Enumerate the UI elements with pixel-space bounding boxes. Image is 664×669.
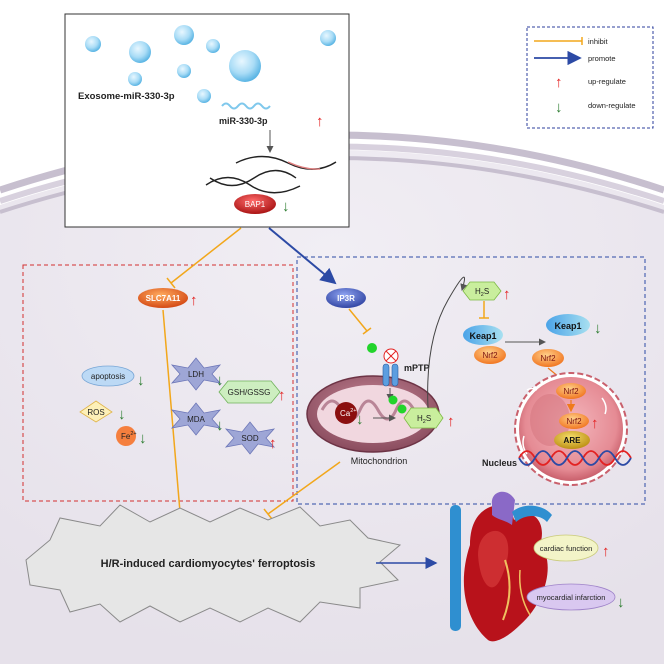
slc7a11-up-arrow: ↑ xyxy=(190,292,198,309)
mirna-strand xyxy=(221,102,271,110)
ferroptosis-label: H/R-induced cardiomyocytes' ferroptosis xyxy=(101,558,316,570)
gsh-label: GSH/GSSG xyxy=(228,388,271,397)
bap1-oval xyxy=(234,194,276,214)
nrf2-complex-label: Nrf2 xyxy=(482,351,498,360)
ros-shape xyxy=(79,400,113,423)
ldh-down-arrow: ↓ xyxy=(216,372,224,389)
legend-down-icon: ↓ xyxy=(555,99,563,116)
keap1-complex-label: Keap1 xyxy=(469,331,496,341)
myocardial-infarction-shape xyxy=(526,583,616,611)
mptp-channel xyxy=(382,363,399,387)
h2s-top-up-arrow: ↑ xyxy=(503,286,511,303)
myocardial-infarction-label: myocardial infarction xyxy=(537,593,606,602)
inhibit-ip3r-mptp xyxy=(348,308,372,335)
h2s-mito-up-arrow: ↑ xyxy=(447,413,455,430)
exosome-vesicles xyxy=(85,25,336,103)
keap1-down-arrow: ↓ xyxy=(594,320,602,337)
sod-shape xyxy=(224,421,276,455)
keap1-free-label: Keap1 xyxy=(554,321,581,331)
green-dot xyxy=(397,404,407,414)
slc7a11-oval xyxy=(138,288,188,308)
keap1-free-shape xyxy=(546,314,590,336)
h2s-export-arrow xyxy=(427,276,468,409)
legend-promote-label: promote xyxy=(588,54,616,63)
legend-inhibit-label: inhibit xyxy=(588,37,609,46)
nrf2-nucleus-label-2: Nrf2 xyxy=(566,417,582,426)
h2s-top-shape xyxy=(462,281,502,301)
ldh-label: LDH xyxy=(188,370,204,379)
ferroptosis-burst xyxy=(25,504,402,623)
cardiac-function-label: cardiac function xyxy=(540,544,593,553)
cardiac-function-shape xyxy=(533,534,599,562)
nrf2-complex-shape xyxy=(474,346,506,364)
mda-label: MDA xyxy=(187,415,205,424)
mirna-up-arrow: ↑ xyxy=(316,113,324,130)
ldh-shape xyxy=(170,357,222,391)
legend-up-label: up-regulate xyxy=(588,77,626,86)
nrf2-nucleus-label-1: Nrf2 xyxy=(563,387,579,396)
heart-illustration xyxy=(450,491,552,642)
right-box xyxy=(296,256,646,505)
mptp-label: mPTP xyxy=(404,363,430,373)
apoptosis-oval xyxy=(81,365,135,387)
inhibit-mito-ferroptosis xyxy=(263,461,341,520)
gsh-shape xyxy=(218,380,281,404)
are-shape xyxy=(554,431,590,449)
ca-label: Ca2+ xyxy=(340,408,357,418)
nrf2-nucleus-shape-2 xyxy=(559,413,589,429)
legend-up-icon: ↑ xyxy=(555,74,563,91)
mitochondrion-label: Mitochondrion xyxy=(351,456,408,466)
bap1-label: BAP1 xyxy=(245,200,266,209)
ca-circle xyxy=(335,402,357,424)
cardiac-function-up-arrow: ↑ xyxy=(602,543,610,560)
dna-helix xyxy=(518,450,632,466)
myocardial-infarction-down-arrow: ↓ xyxy=(617,594,625,611)
nrf2-free-shape xyxy=(532,349,564,367)
left-box xyxy=(22,264,294,502)
mrna-strands xyxy=(205,155,337,194)
apoptosis-label: apoptosis xyxy=(91,372,125,381)
fe-down-arrow: ↓ xyxy=(139,430,147,447)
h2s-mito-shape xyxy=(403,407,444,429)
ros-label: ROS xyxy=(87,408,104,417)
legend-inhibit xyxy=(534,37,583,45)
apoptosis-down-arrow: ↓ xyxy=(137,372,145,389)
bap1-down-arrow: ↓ xyxy=(282,198,290,215)
green-dot xyxy=(367,343,377,353)
fe-circle xyxy=(116,426,136,446)
h2s-mito-label: H2S xyxy=(417,414,431,425)
mirna-label: miR-330-3p xyxy=(219,116,268,126)
sod-label: SOD xyxy=(241,434,259,443)
nrf2-free-label: Nrf2 xyxy=(540,354,556,363)
ip3r-oval xyxy=(326,288,366,308)
mda-down-arrow: ↓ xyxy=(216,417,224,434)
inhibit-bap1-slc7a11 xyxy=(166,227,242,289)
promote-bap1-ip3r xyxy=(268,227,337,285)
sod-up-arrow: ↑ xyxy=(269,435,277,452)
blocked-icon-x2 xyxy=(385,350,397,362)
green-dot xyxy=(388,395,398,405)
fe-label: Fe2+ xyxy=(121,431,137,441)
keap1-complex-shape xyxy=(463,325,503,345)
exosome-title: Exosome-miR-330-3p xyxy=(78,91,175,102)
inhibit-h2s-keap1 xyxy=(479,301,489,319)
ros-down-arrow: ↓ xyxy=(118,406,126,423)
legend-box xyxy=(526,26,654,129)
slc7a11-label: SLC7A11 xyxy=(146,294,181,303)
are-label: ARE xyxy=(564,436,582,445)
mda-shape xyxy=(170,402,222,436)
nrf2-nucleus-shape-1 xyxy=(556,383,586,399)
h2s-top-label: H2S xyxy=(475,287,489,298)
nrf2-nucleus-up-arrow: ↑ xyxy=(591,415,599,432)
ca-down-arrow: ↓ xyxy=(356,411,364,428)
legend-down-label: down-regulate xyxy=(588,101,636,110)
ip3r-label: IP3R xyxy=(337,294,355,303)
nucleus-label: Nucleus xyxy=(482,458,517,468)
gsh-up-arrow: ↑ xyxy=(278,387,286,404)
